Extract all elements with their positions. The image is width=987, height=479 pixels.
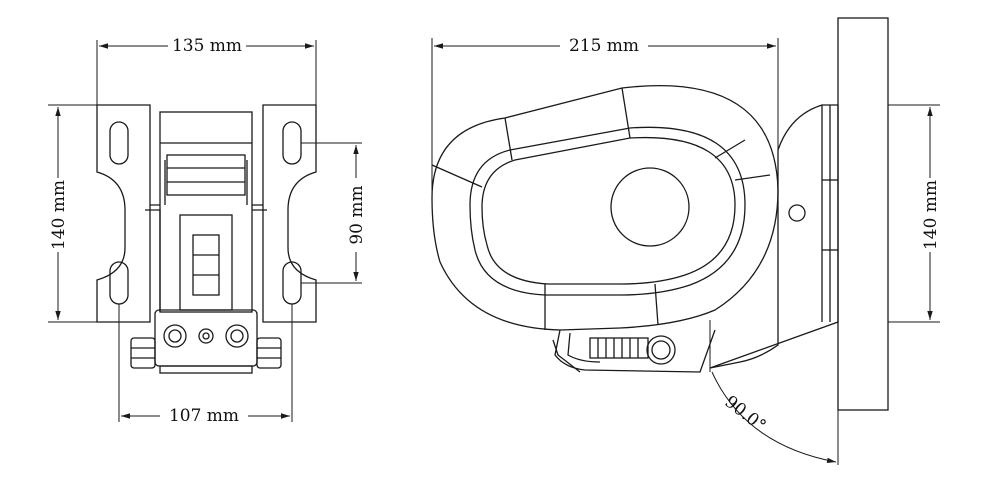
- wall-plate: [837, 17, 889, 411]
- threaded-rod: [589, 337, 649, 359]
- side-bolt-right: [256, 337, 282, 369]
- inner-strap: [179, 214, 233, 311]
- clamp-knob: [646, 335, 676, 365]
- side-view-dimensions: [431, 38, 940, 465]
- bracket-bolt-hole: [788, 204, 806, 222]
- hood-outer: [431, 85, 779, 331]
- screw-left: [163, 324, 187, 348]
- slot-hole-top-left: [109, 121, 129, 165]
- right-mounting-plate: [262, 104, 317, 323]
- inner-block: [166, 154, 246, 196]
- front-hole-horizontal-label: 107 mm: [169, 406, 239, 426]
- center-lens: [610, 167, 690, 247]
- side-view: [431, 17, 889, 411]
- front-width-label: 135 mm: [172, 36, 242, 56]
- front-view: [96, 104, 317, 374]
- side-height-label: 140 mm: [921, 180, 941, 250]
- central-housing: [159, 111, 253, 313]
- side-length-label: 215 mm: [569, 36, 639, 56]
- side-angle-label: 90.0°: [721, 392, 770, 436]
- left-mounting-plate: [96, 104, 151, 323]
- screw-right: [225, 324, 249, 348]
- slot-hole-top-right: [282, 121, 302, 165]
- front-height-label: 140 mm: [49, 180, 69, 250]
- side-bolt-left: [130, 337, 156, 369]
- hood-inner: [469, 126, 746, 296]
- front-hole-vertical-label: 90 mm: [347, 185, 367, 244]
- slot-hole-bottom-right: [282, 261, 302, 305]
- front-view-dimensions: [48, 40, 362, 422]
- screw-center: [198, 328, 214, 344]
- bottom-clamp: [554, 329, 716, 373]
- bracket-arm: [709, 104, 839, 369]
- clamp-block: [154, 309, 258, 367]
- slot-hole-bottom-left: [109, 261, 129, 305]
